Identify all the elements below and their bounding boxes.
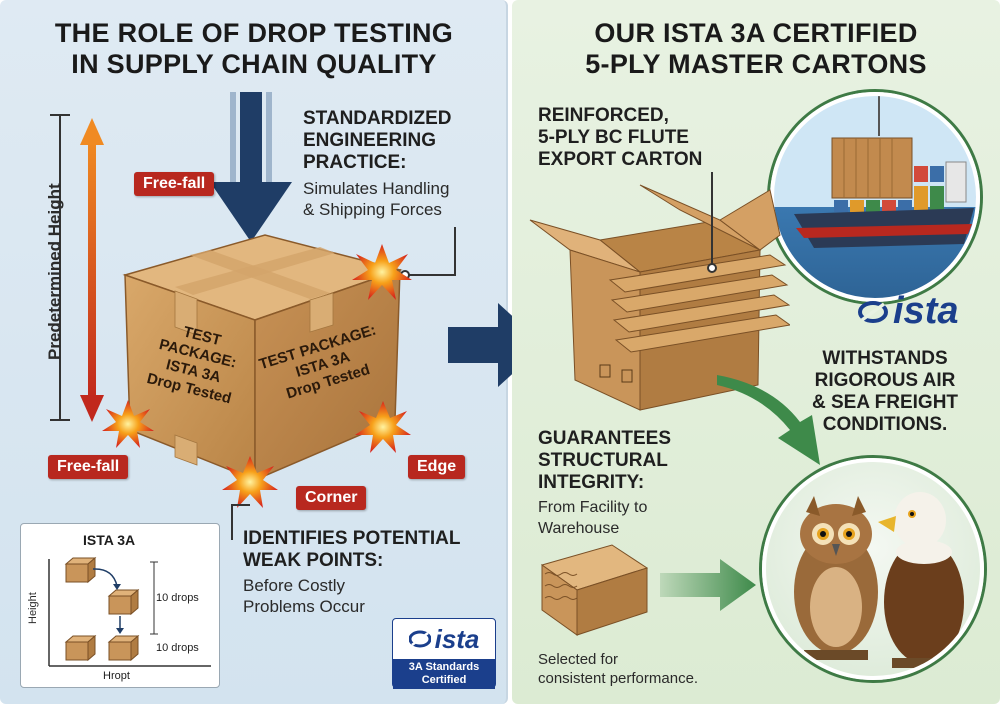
reinforced-callout-line bbox=[707, 172, 717, 273]
ply-layers bbox=[608, 254, 790, 353]
badge-line2: Certified bbox=[421, 674, 467, 686]
practice-body-1: Simulates Handling bbox=[303, 179, 450, 198]
practice-block: STANDARDIZED ENGINEERING PRACTICE: Simul… bbox=[303, 108, 451, 220]
impact-bursts bbox=[102, 244, 412, 540]
withstands-line2: RIGOROUS AIR bbox=[814, 370, 956, 391]
withstands-line4: CONDITIONS. bbox=[822, 414, 948, 435]
ista-swoosh-icon bbox=[408, 630, 431, 648]
badge-line1: 3A Standards bbox=[408, 661, 480, 673]
inset-x-label: Hropt bbox=[103, 670, 130, 682]
withstands-block: WITHSTANDS RIGOROUS AIR & SEA FREIGHT CO… bbox=[812, 348, 958, 436]
corrugated-sample bbox=[540, 544, 649, 636]
owl-eagle-image bbox=[762, 458, 984, 680]
height-bracket-graphic bbox=[50, 114, 104, 422]
green-right-arrow bbox=[660, 559, 756, 611]
test-package-box bbox=[122, 234, 403, 482]
guarantees-line3: INTEGRITY: bbox=[538, 472, 645, 493]
cargo-ship-image bbox=[770, 92, 980, 302]
burst-edge bbox=[355, 401, 411, 453]
tag-freefall-bottom: Free-fall bbox=[48, 455, 129, 479]
selected-line1: Selected for bbox=[538, 651, 619, 668]
practice-heading-1: STANDARDIZED bbox=[303, 108, 452, 129]
weak-points-block: IDENTIFIES POTENTIAL WEAK POINTS: Before… bbox=[243, 528, 460, 617]
left-title-line1: THE ROLE OF DROP TESTING bbox=[54, 18, 454, 48]
inset-drops-lower: 10 drops bbox=[156, 642, 199, 654]
practice-heading-2: ENGINEERING bbox=[303, 130, 437, 151]
owl-eagle-illustration bbox=[794, 492, 964, 668]
green-curved-arrow bbox=[717, 375, 820, 465]
practice-heading-3: PRACTICE: bbox=[303, 152, 407, 173]
left-title: THE ROLE OF DROP TESTING IN SUPPLY CHAIN… bbox=[0, 18, 506, 80]
inset-box-4 bbox=[107, 634, 140, 662]
eagle-figure bbox=[878, 492, 964, 668]
ista-3a-inset: ISTA 3A Height Hropt 10 drops 10 drops bbox=[20, 523, 220, 688]
right-title: OUR ISTA 3A CERTIFIED 5-PLY MASTER CARTO… bbox=[512, 18, 1000, 80]
open-carton-illustration bbox=[529, 184, 790, 411]
ista-logo-large: ista bbox=[858, 290, 958, 333]
withstands-line1: WITHSTANDS bbox=[822, 348, 948, 369]
drop-testing-panel: THE ROLE OF DROP TESTING IN SUPPLY CHAIN… bbox=[0, 0, 508, 704]
inset-box-2 bbox=[107, 588, 140, 616]
burst-top-corner bbox=[352, 244, 412, 300]
tag-corner: Corner bbox=[296, 486, 367, 510]
guarantees-body-1: From Facility to bbox=[538, 499, 648, 516]
weak-heading-1: IDENTIFIES POTENTIAL bbox=[243, 528, 461, 549]
reinforced-line2: 5-PLY BC FLUTE bbox=[538, 127, 689, 148]
badge-footer: 3A Standards Certified bbox=[393, 659, 495, 689]
tag-edge: Edge bbox=[408, 455, 466, 479]
inset-drops-upper: 10 drops bbox=[156, 592, 199, 604]
withstands-line3: & SEA FREIGHT bbox=[812, 392, 959, 413]
badge-logo: ista bbox=[434, 623, 480, 654]
tag-freefall-top: Free-fall bbox=[134, 172, 215, 196]
practice-body-2: & Shipping Forces bbox=[303, 200, 442, 219]
selected-line2: consistent performance. bbox=[538, 670, 699, 687]
badge-logo-row: ista bbox=[393, 619, 495, 659]
reinforced-line3: EXPORT CARTON bbox=[538, 149, 703, 170]
selected-block: Selected for consistent performance. bbox=[538, 650, 698, 688]
left-title-line2: IN SUPPLY CHAIN QUALITY bbox=[71, 49, 437, 79]
inset-box-1 bbox=[64, 556, 97, 584]
reinforced-line1: REINFORCED, bbox=[538, 105, 669, 126]
right-title-line1: OUR ISTA 3A CERTIFIED bbox=[594, 18, 918, 48]
ista-logo-text: ista bbox=[893, 290, 959, 332]
owl-figure bbox=[794, 496, 878, 660]
guarantees-block: GUARANTEES STRUCTURAL INTEGRITY: From Fa… bbox=[538, 428, 671, 539]
weak-body-1: Before Costly bbox=[243, 576, 346, 595]
inset-title: ISTA 3A bbox=[83, 532, 136, 548]
weak-body-2: Problems Occur bbox=[243, 597, 365, 616]
ista-certified-badge: ista 3A Standards Certified bbox=[392, 618, 496, 689]
burst-corner bbox=[222, 456, 278, 508]
inset-y-label: Height bbox=[27, 592, 39, 624]
inset-box-3 bbox=[64, 634, 97, 662]
weak-heading-2: WEAK POINTS: bbox=[243, 550, 384, 571]
drop-arrow bbox=[210, 92, 292, 242]
guarantees-body-2: Warehouse bbox=[538, 520, 620, 537]
reinforced-block: REINFORCED, 5-PLY BC FLUTE EXPORT CARTON bbox=[538, 105, 702, 171]
ista-swoosh-icon bbox=[858, 300, 888, 323]
right-title-line2: 5-PLY MASTER CARTONS bbox=[585, 49, 927, 79]
cargo-ship-illustration bbox=[794, 96, 974, 248]
burst-bottom-left bbox=[102, 400, 154, 448]
guarantees-line2: STRUCTURAL bbox=[538, 450, 668, 471]
master-cartons-panel: OUR ISTA 3A CERTIFIED 5-PLY MASTER CARTO… bbox=[512, 0, 1000, 704]
guarantees-line1: GUARANTEES bbox=[538, 428, 672, 449]
inset-diagram bbox=[48, 556, 211, 667]
